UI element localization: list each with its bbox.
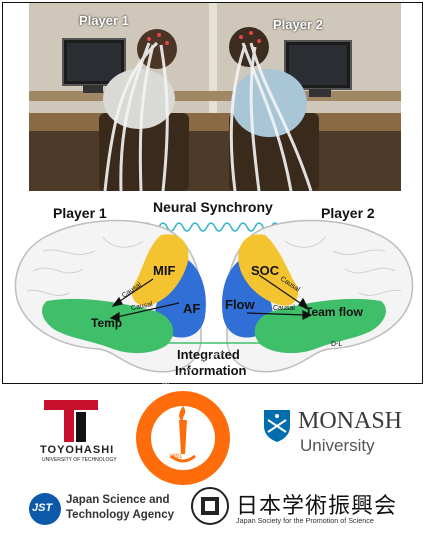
monash-sub: University — [300, 436, 375, 455]
left-af-region — [155, 255, 206, 338]
jsps-logo: 日本学術振興会 Japan Society for the Promotion … — [190, 486, 426, 534]
photo-player2-label: Player 2 — [273, 17, 323, 32]
left-temp-region — [42, 298, 174, 354]
jst-mark-icon — [29, 493, 61, 525]
team-flow-label: Team flow — [305, 305, 363, 319]
caltech-seal-icon — [136, 391, 230, 485]
monash-name: MONASH — [298, 408, 403, 434]
caltech-year: 1891 — [169, 454, 183, 460]
temp-label: Temp — [91, 316, 123, 330]
toyohashi-name: TOYOHASHI — [40, 444, 115, 456]
right-flow-region — [222, 255, 273, 338]
photo-player1-label: Player 1 — [79, 13, 129, 28]
toyohashi-sub: UNIVERSITY OF TECHNOLOGY — [42, 457, 117, 463]
brain-illustration — [14, 219, 414, 373]
toyohashi-mark-icon — [44, 400, 98, 442]
jst-logo: JST Japan Science and Technology Agency — [28, 492, 188, 532]
monash-logo: MONASH University — [262, 408, 422, 458]
af-label: AF — [183, 301, 201, 316]
information-label: Information — [175, 363, 247, 378]
jsps-kanji: 日本学術振興会 — [236, 493, 398, 518]
integrated-label: Integrated — [177, 347, 240, 362]
sponsor-logos: TOYOHASHI UNIVERSITY OF TECHNOLOGY 1891 … — [0, 343, 427, 540]
diagram-player1-label: Player 1 — [53, 205, 107, 221]
players-photo: Player 1 Player 2 — [29, 3, 401, 191]
right-teamflow-region — [254, 298, 386, 354]
caltech-logo: 1891 CALIFORNIA INSTITUTE OF TECHNOLOGY — [135, 343, 234, 486]
toyohashi-logo: TOYOHASHI UNIVERSITY OF TECHNOLOGY — [40, 398, 120, 468]
mif-label: MIF — [153, 263, 176, 278]
dl-label: D-L — [331, 341, 343, 348]
brain-diagram: Neural Synchrony Player 1 Player 2 MIF A… — [3, 191, 422, 383]
synchrony-wave — [142, 222, 280, 232]
left-mif-region — [131, 234, 189, 306]
figure-frame: Player 1 Player 2 — [2, 2, 423, 384]
right-soc-region — [238, 234, 299, 306]
soc-label: SOC — [251, 263, 280, 278]
diagram-player2-label: Player 2 — [321, 205, 375, 221]
flow-label: Flow — [225, 297, 255, 312]
jst-mark-text: JST — [32, 502, 53, 514]
jsps-sub: Japan Society for the Promotion of Scien… — [236, 516, 374, 525]
monash-shield-icon — [264, 410, 290, 442]
causal-label-right-2: Causal — [273, 305, 295, 312]
jst-line2: Technology Agency — [66, 509, 174, 521]
neural-synchrony-label: Neural Synchrony — [153, 199, 273, 215]
jsps-emblem-icon — [191, 487, 229, 525]
players-photo-illustration — [29, 3, 401, 191]
jst-line1: Japan Science and — [66, 494, 170, 506]
